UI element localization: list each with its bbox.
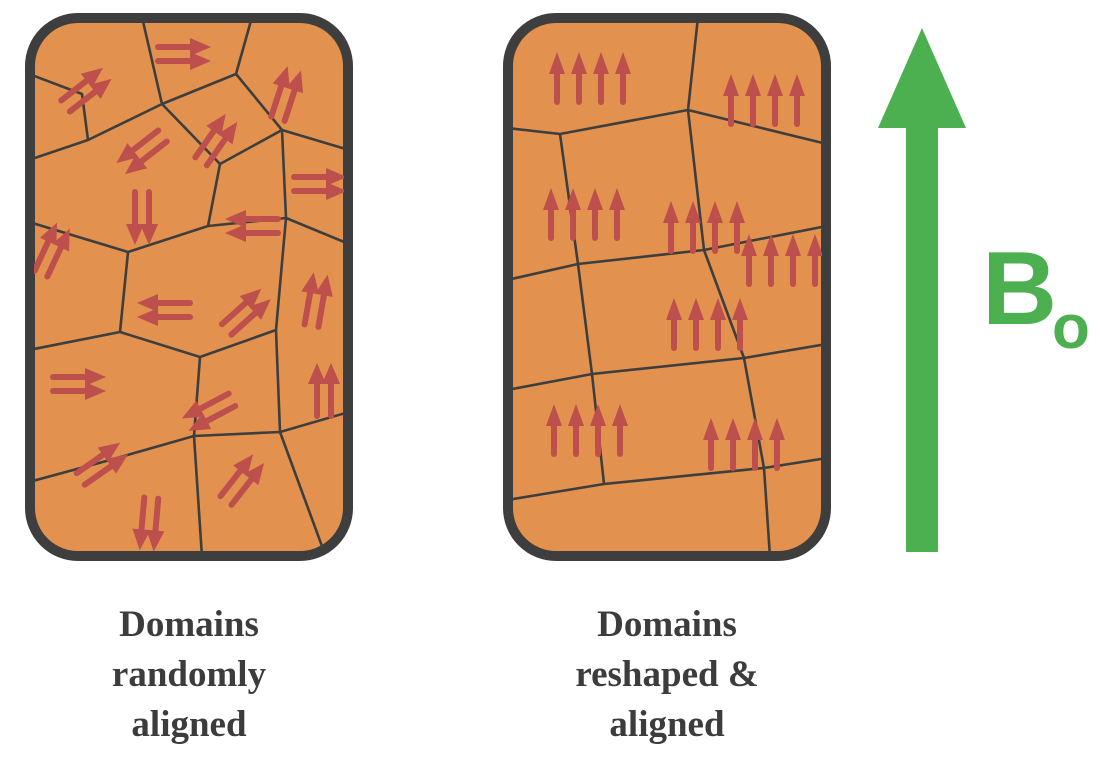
b-field-arrow: B o: [878, 28, 1090, 552]
panel-border: [25, 13, 353, 561]
left-caption: Domains randomly aligned: [111, 604, 267, 745]
right-caption: Domains reshaped & aligned: [575, 604, 759, 745]
field-label-subscript: o: [1052, 293, 1090, 362]
domain-boundaries: [34, 22, 344, 552]
aligned-domains-figure: Domains reshaped & aligned: [502, 12, 832, 750]
up-arrow-icon: [878, 28, 966, 552]
field-label-symbol: B: [982, 231, 1057, 347]
field-arrow-figure: B o: [860, 12, 1090, 562]
random-domains-panel: [25, 13, 353, 561]
aligned-domains-panel: [503, 13, 831, 561]
panel-border: [503, 13, 831, 561]
diagram-row: Domains randomly aligned: [24, 12, 1090, 750]
random-domains-figure: Domains randomly aligned: [24, 12, 354, 750]
